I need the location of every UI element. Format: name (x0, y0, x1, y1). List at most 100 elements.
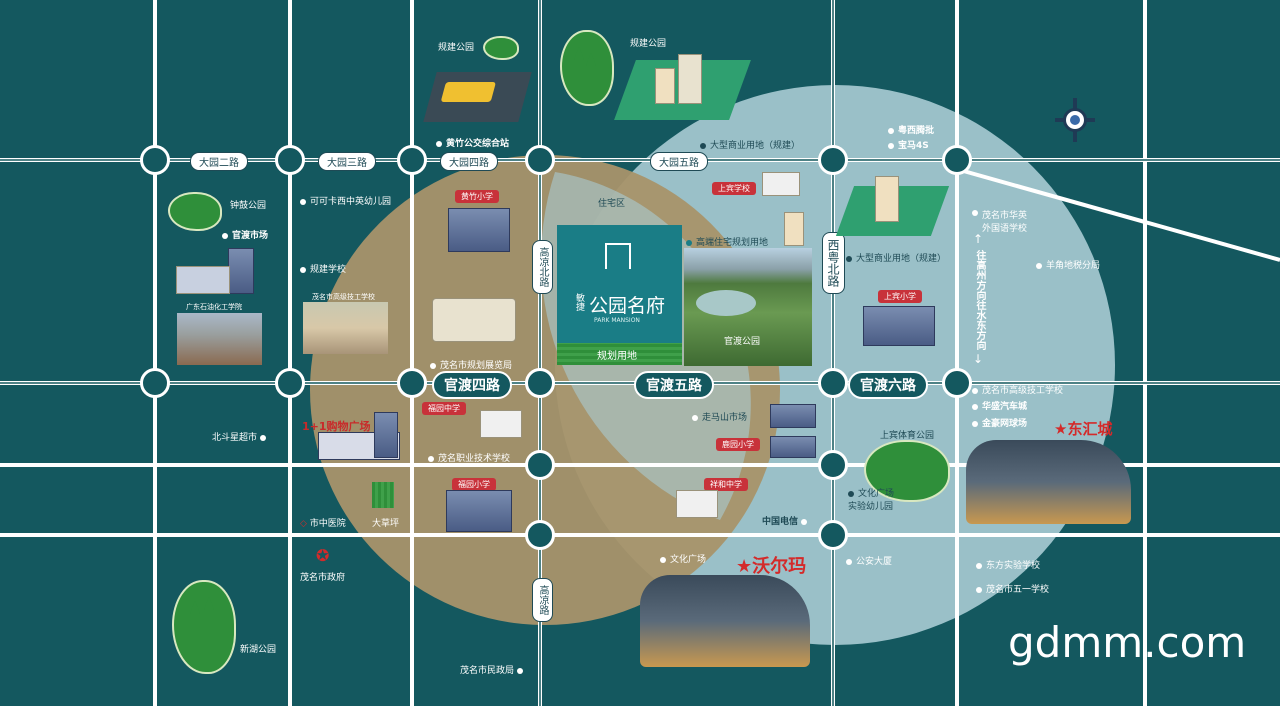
intersection-node (397, 368, 427, 398)
petro-school-photo (177, 313, 262, 365)
to-gaozhou-label: 往高州方向 (974, 250, 985, 300)
location-dot-icon (888, 142, 894, 149)
top-left-park-icon (483, 36, 519, 60)
office-building (176, 266, 230, 294)
sports-park-icon (864, 440, 950, 502)
huasheng-auto-label: 华盛汽车城 (972, 399, 1027, 412)
primary-school-building (770, 436, 816, 458)
location-dot-icon (222, 232, 228, 239)
beidou-label: 北斗星超市 (212, 430, 270, 443)
intersection-node (818, 368, 848, 398)
car-4s-2-label: 宝马4S (888, 138, 929, 151)
road-label-gaoliang-north: 高凉北路 (532, 240, 553, 294)
residential-building (875, 176, 899, 222)
location-dot-icon (1036, 262, 1042, 269)
location-dot-icon (801, 518, 808, 525)
bus-station-icon (423, 72, 532, 122)
top-mid-park-icon (560, 30, 614, 106)
tree-icon (574, 46, 584, 60)
primary-school-building (446, 490, 512, 532)
location-dot-icon (888, 127, 894, 134)
culture-kinder-label: 文化广场 实验幼儿园 (848, 489, 895, 512)
tree-icon (586, 52, 596, 66)
xinhu-park-icon (172, 580, 236, 674)
location-dot-icon (430, 362, 436, 369)
middle-school-building (480, 410, 522, 438)
commercial-north-label: 大型商业用地（规建） (700, 138, 800, 151)
location-dot-icon (976, 562, 982, 569)
direction-arrow-icon: ↑ (973, 232, 984, 246)
location-dot-icon (259, 434, 266, 441)
intersection-node (525, 450, 555, 480)
market-building (770, 404, 816, 428)
commercial-east-label: 大型商业用地（规建） (846, 251, 946, 264)
to-shuidong-label: 往水东方向 (974, 300, 985, 350)
public-security-label: 公安大厦 (846, 554, 892, 567)
shangbin-primary-badge: 上宾小学 (878, 290, 922, 303)
tree-icon (204, 596, 214, 610)
location-dot-icon (660, 556, 666, 563)
tree-icon (190, 600, 200, 614)
high-end-land-label: 高端住宅规划用地 (686, 235, 768, 248)
compass-icon (1055, 98, 1095, 142)
bus-station-label: 黄竹公交综合站 (436, 136, 509, 149)
dongfang-school-label: 东方实验学校 (976, 558, 1040, 571)
project-name-en: PARK MANSION (594, 317, 640, 324)
kindergarten-label: 可可卡西中英幼儿园 (300, 194, 391, 207)
road-label-guandu-6: 官渡六路 (848, 371, 928, 399)
lake-shape (696, 290, 756, 316)
intersection-node (942, 368, 972, 398)
top-left-park-label: 规建公园 (438, 43, 475, 53)
shangbin-school-building (762, 172, 800, 196)
road-label-dayuan-4: 大园四路 (440, 152, 498, 171)
tech-school-photo (303, 302, 388, 354)
road-label-xiyue-north: 西粤北路 (822, 232, 845, 294)
road-label-gaoliang: 高凉路 (532, 578, 553, 622)
intersection-node (525, 145, 555, 175)
huaying-school-label: 茂名市华英 外国语学校 (972, 208, 1027, 234)
school-building (448, 208, 510, 252)
location-dot-icon (846, 558, 852, 565)
donghui-building (966, 440, 1131, 524)
donghui-label: ★东汇城 (1054, 420, 1113, 438)
location-dot-icon (976, 586, 982, 593)
intersection-node (818, 145, 848, 175)
road-label-dayuan-5: 大园五路 (650, 152, 708, 171)
planning-hall-label: 茂名市规划展览局 (430, 358, 512, 371)
planning-hall-building (432, 298, 516, 342)
planned-land-bar (557, 343, 682, 365)
xiangzhong-middle-badge: 祥和中学 (704, 478, 748, 491)
huangzhu-primary-badge: 黄竹小学 (455, 190, 499, 203)
guandu-market-label: 官渡市场 (222, 228, 268, 241)
project-name: 公园名府 (589, 295, 666, 317)
sports-park-label: 上宾体育公园 (880, 431, 935, 441)
china-telecom-label: 中国电信 (762, 514, 811, 527)
road-label-dayuan-2: 大园二路 (190, 152, 248, 171)
walmart-label: ★沃尔玛 (736, 556, 807, 577)
location-dot-icon (972, 403, 978, 410)
gov-label: 茂名市政府 (300, 573, 346, 583)
project-panel[interactable]: 敏捷 公园名府 PARK MANSION 规划用地 (557, 225, 682, 365)
project-logo-icon (605, 243, 631, 269)
no5-middle-label: 茂名市五一学校 (976, 582, 1049, 595)
zhonggu-park-icon (168, 192, 222, 231)
gov-star-icon: ✪ (316, 546, 330, 565)
zhiyuan-primary-badge: 鹿园小学 (716, 438, 760, 451)
intersection-node (397, 145, 427, 175)
intersection-node (818, 520, 848, 550)
intersection-node (525, 368, 555, 398)
tower-building (374, 412, 398, 458)
primary-school-building (863, 306, 935, 346)
location-dot-icon (848, 490, 854, 497)
intersection-node (275, 368, 305, 398)
residential-zone-label: 住宅区 (598, 199, 626, 209)
car-4s-1-label: 粤西腾批 (888, 123, 934, 136)
top-mid-park-label: 规建公园 (630, 39, 667, 49)
intersection-node (140, 368, 170, 398)
intersection-node (275, 145, 305, 175)
walmart-building (640, 575, 810, 667)
lawn-icon (372, 482, 394, 508)
zhonggu-park-label: 钟鼓公园 (230, 201, 267, 211)
direction-arrow-icon: ↓ (973, 352, 984, 366)
